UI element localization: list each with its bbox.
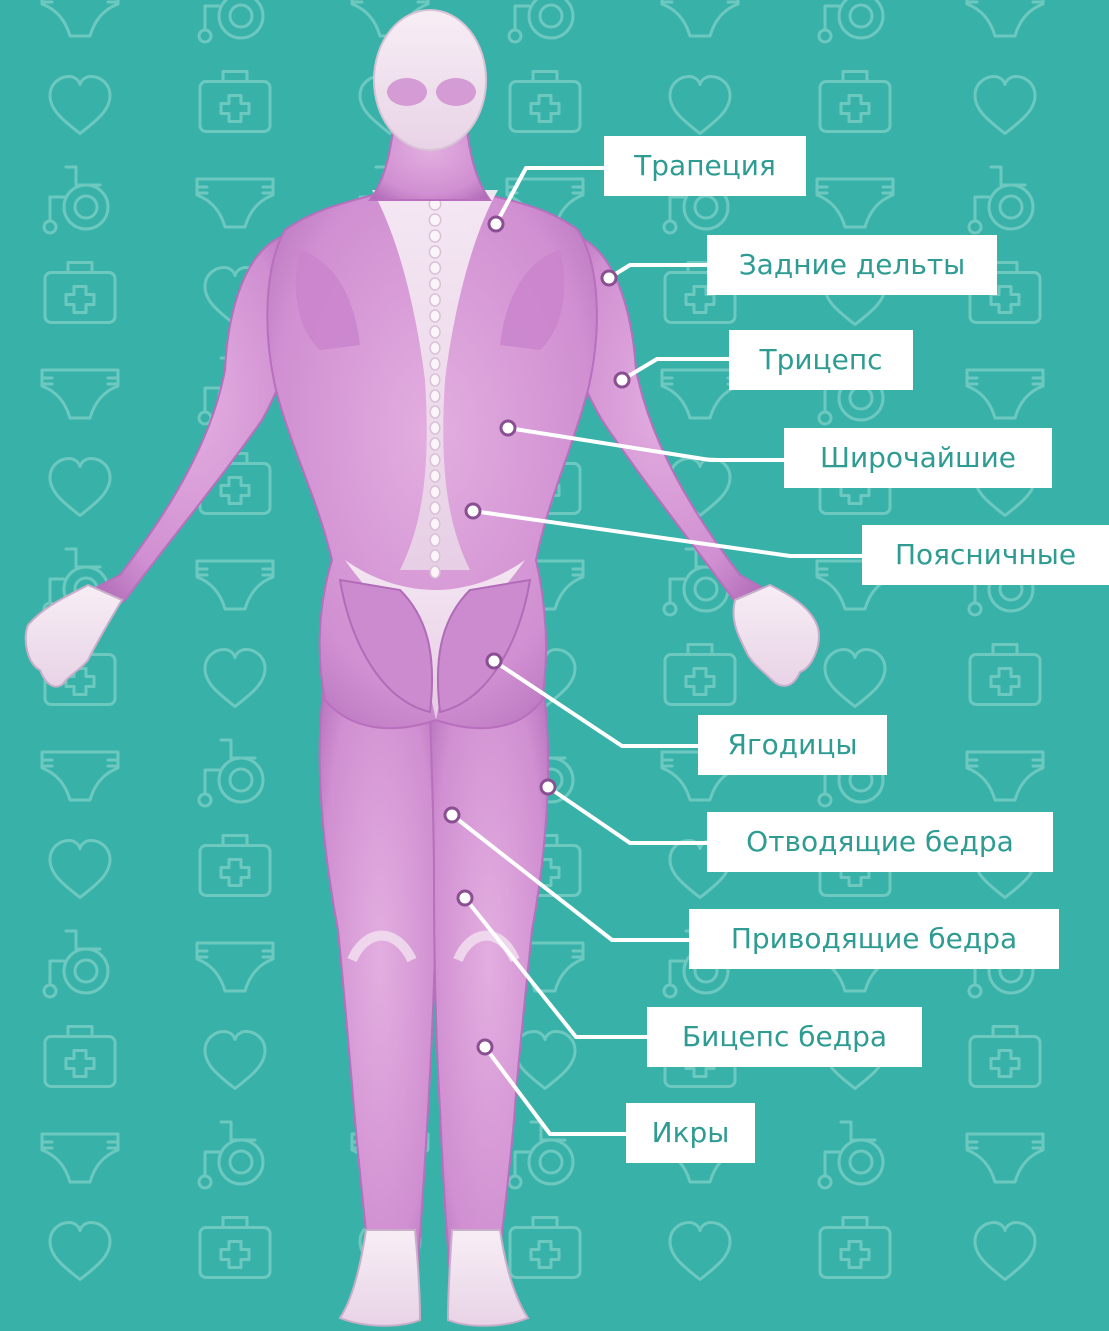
label-glutes: Ягодицы: [698, 715, 887, 775]
leader-line-lower-back: [473, 511, 862, 556]
anchor-dot-hamstrings: [458, 891, 472, 905]
anchor-dot-trapezius: [489, 217, 503, 231]
label-hip-abductors: Отводящие бедра: [707, 812, 1053, 872]
label-triceps: Трицепс: [729, 330, 913, 390]
leader-line-lats: [508, 428, 784, 460]
leader-line-triceps: [622, 359, 729, 380]
label-lower-back: Поясничные: [862, 525, 1109, 585]
leader-line-calves: [485, 1047, 626, 1134]
anchor-dot-calves: [478, 1040, 492, 1054]
anchor-dot-hip-adductors: [445, 808, 459, 822]
anchor-dot-lats: [501, 421, 515, 435]
label-hamstrings: Бицепс бедра: [647, 1007, 922, 1067]
anchor-dot-hip-abductors: [541, 780, 555, 794]
anchor-dot-lower-back: [466, 504, 480, 518]
anchor-dot-glutes: [487, 654, 501, 668]
anchor-dot-rear-delts: [602, 271, 616, 285]
leader-line-hip-adductors: [452, 815, 689, 940]
label-trapezius: Трапеция: [604, 136, 806, 196]
label-calves: Икры: [626, 1103, 755, 1163]
label-lats: Широчайшие: [784, 428, 1052, 488]
leader-line-rear-delts: [609, 265, 707, 278]
leader-line-hip-abductors: [548, 787, 707, 843]
label-rear-delts: Задние дельты: [707, 235, 997, 295]
leader-line-trapezius: [496, 168, 604, 224]
label-hip-adductors: Приводящие бедра: [689, 909, 1059, 969]
leader-line-glutes: [494, 661, 698, 746]
leader-line-hamstrings: [465, 898, 647, 1037]
anchor-dot-triceps: [615, 373, 629, 387]
